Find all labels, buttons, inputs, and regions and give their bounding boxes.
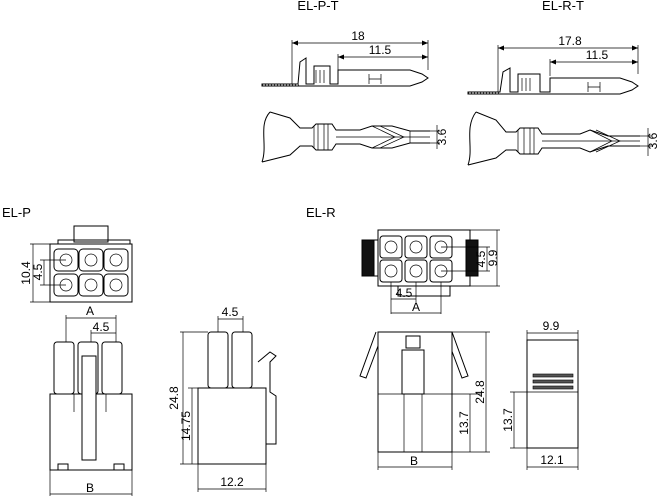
r-lower-dim: 13.7 [457, 411, 471, 435]
el-r-face-view: 4.5 9.9 4.5 A [361, 229, 500, 314]
rt-dia-dim: 3.6 [646, 132, 657, 149]
p-height-dim: 10.4 [19, 261, 33, 285]
el-p-label: EL-P [2, 205, 31, 220]
el-r-side-view: 9.9 13.7 12.1 [501, 319, 579, 470]
p-a-dim: A [86, 304, 94, 318]
r-pitch-h-dim: 4.5 [396, 286, 413, 300]
ps-height-dim: 24.8 [167, 386, 181, 410]
el-r-t-terminal-side: 17.8 11.5 [467, 34, 639, 95]
el-p-t-label: EL-P-T [297, 0, 338, 13]
ps-pitch-dim: 4.5 [222, 305, 239, 319]
el-r-label: EL-R [306, 205, 336, 220]
el-p-t-terminal-front: 3.6 [261, 111, 449, 163]
el-p-face-view: 10.4 4.5 [19, 225, 133, 303]
r-b-dim: B [410, 454, 418, 468]
el-p-t-terminal-side: 18 11.5 [261, 29, 429, 87]
r-pitch-v-dim: 4.5 [474, 250, 488, 267]
p-b-dim: B [86, 481, 94, 495]
rs-lower-dim: 13.7 [501, 408, 515, 432]
ps-width-dim: 12.2 [220, 475, 244, 489]
rt-partial-dim: 11.5 [586, 48, 609, 62]
el-r-t-label: EL-R-T [542, 0, 584, 13]
rs-top-dim: 9.9 [543, 319, 560, 333]
el-r-t-terminal-front: 3.6 [467, 111, 657, 166]
rt-total-dim: 17.8 [558, 34, 582, 48]
ps-lower-dim: 14.75 [179, 411, 193, 441]
el-p-front-view: A 4.5 B [49, 304, 133, 496]
pt-partial-dim: 11.5 [369, 43, 392, 57]
r-height-total-dim: 24.8 [473, 380, 487, 404]
pt-total-dim: 18 [351, 29, 365, 43]
r-height-dim: 9.9 [486, 249, 500, 266]
el-p-side-view: 4.5 24.8 14.75 12.2 [167, 305, 277, 492]
pt-dia-dim: 3.6 [435, 128, 449, 145]
el-r-front-view: B 13.7 24.8 [359, 331, 490, 470]
p-pitch-v-dim: 4.5 [31, 263, 45, 280]
p-pitch-h-dim: 4.5 [93, 320, 110, 334]
r-a-dim: A [412, 300, 420, 314]
rs-width-dim: 12.1 [540, 453, 564, 467]
